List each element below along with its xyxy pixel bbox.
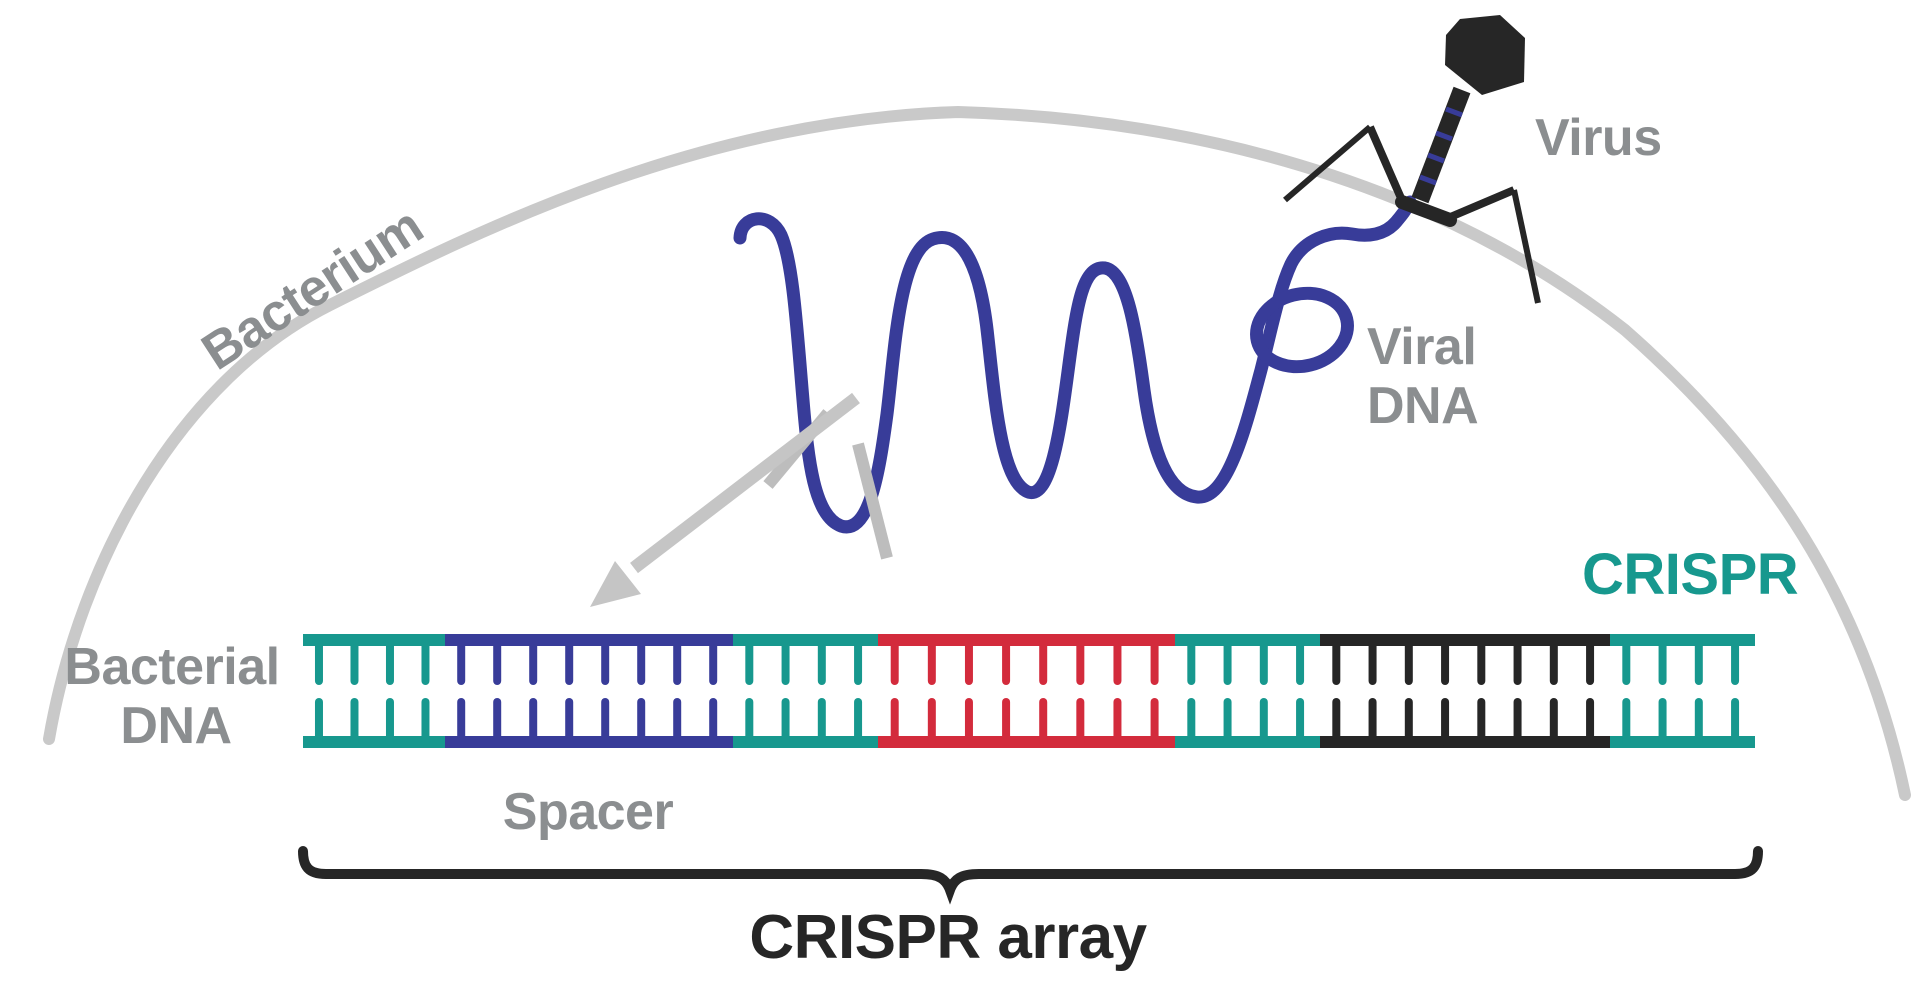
rail-bottom [1175,736,1320,748]
rail-bottom [445,736,733,748]
rail-top [1610,634,1755,646]
svg-text:Bacterial: Bacterial [64,638,279,696]
virus-leg-left [1366,125,1408,207]
rail-bottom [1320,736,1610,748]
rail-bottom [303,736,445,748]
virus-head-icon [1445,15,1525,95]
rail-top [1175,634,1320,646]
virus-baseplate [1395,195,1457,227]
crispr-array-brace [298,846,1763,905]
dna-segment-repeat-2 [733,634,878,748]
virus-leg-right [1446,186,1516,222]
bacterium-label: Bacterium [192,197,433,382]
integration-arrow-shaft [630,392,860,574]
dna-segment-spacer-viral [445,634,733,748]
rail-top [878,634,1175,646]
dna-segment-repeat-4 [1610,634,1755,748]
virus-tail-stripes [1419,106,1463,186]
virus-icon [1283,15,1541,304]
rail-top [303,634,445,646]
dna-segment-repeat-3 [1175,634,1320,748]
svg-text:Viral: Viral [1367,318,1476,376]
bacterium-membrane-arc [43,105,1911,801]
bacterial-dna-label: Bacterial DNA [64,638,280,755]
svg-text:DNA: DNA [120,697,231,755]
cut-mark-2 [852,442,893,560]
rail-bottom [1610,736,1755,748]
dna-segment-spacer-black [1320,634,1610,748]
spacer-label: Spacer [503,783,674,841]
rail-bottom [878,736,1175,748]
virus-label: Virus [1535,109,1662,167]
dna-segment-repeat-1 [303,634,445,748]
crispr-label: CRISPR [1582,542,1798,607]
virus-tail [1411,86,1471,204]
virus-leg-left-lower [1283,124,1372,203]
integration-arrow-head [590,561,641,607]
viral-dna-loop [1250,286,1354,374]
dna-segment-spacer-red [878,634,1175,748]
viral-dna-label: Viral DNA [1367,318,1479,435]
svg-text:DNA: DNA [1367,377,1478,435]
rail-top [1320,634,1610,646]
virus-leg-right-lower [1511,189,1541,304]
dna-array [303,634,1755,748]
rail-top [445,634,733,646]
crispr-array-label: CRISPR array [749,903,1147,972]
rail-bottom [733,736,878,748]
rail-top [733,634,878,646]
